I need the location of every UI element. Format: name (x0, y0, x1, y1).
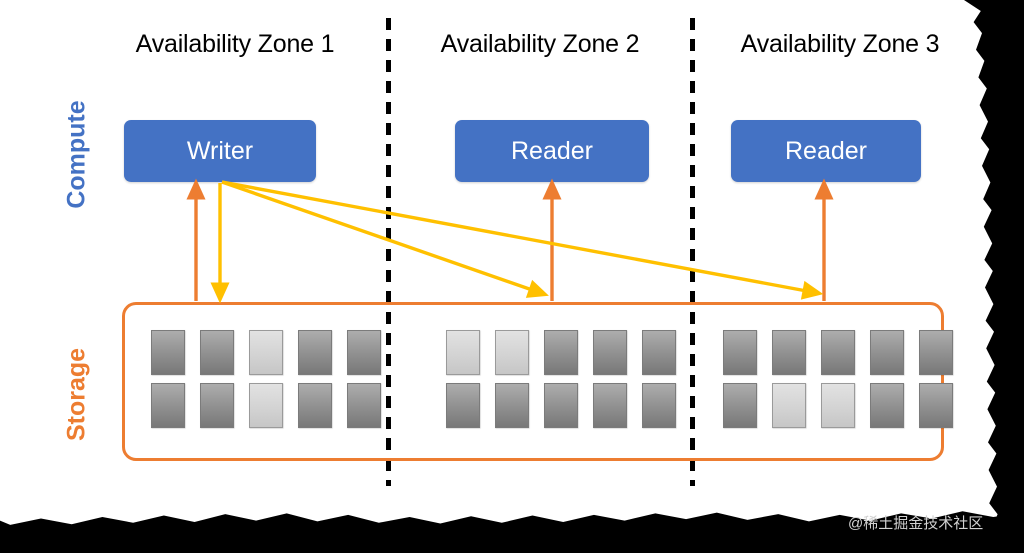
storage-block-az2-r1-c5 (642, 330, 676, 375)
storage-container (122, 302, 944, 461)
storage-block-az2-r1-c3 (544, 330, 578, 375)
storage-block-az1-r2-c3 (249, 383, 283, 428)
compute-node-writer-az1[interactable]: Writer (124, 120, 316, 182)
storage-block-az2-r1-c4 (593, 330, 627, 375)
storage-block-az2-r2-c1 (446, 383, 480, 428)
watermark: @稀土掘金技术社区 (848, 515, 984, 532)
storage-block-az3-r2-c4 (870, 383, 904, 428)
storage-block-az1-r1-c2 (200, 330, 234, 375)
storage-block-az1-r1-c4 (298, 330, 332, 375)
storage-block-az2-r2-c2 (495, 383, 529, 428)
storage-block-az1-r1-c1 (151, 330, 185, 375)
write-arrow-to-storage-az2 (221, 180, 549, 298)
compute-layer-label: Compute (62, 100, 91, 209)
storage-block-az3-r2-c5 (919, 383, 953, 428)
torn-edge-right (964, 0, 1024, 553)
storage-block-az1-r1-c3 (249, 330, 283, 375)
storage-block-az3-r1-c1 (723, 330, 757, 375)
storage-block-az1-r2-c4 (298, 383, 332, 428)
storage-block-az1-r2-c1 (151, 383, 185, 428)
storage-block-az2-r2-c4 (593, 383, 627, 428)
zone-title-az1: Availability Zone 1 (135, 30, 335, 58)
zone-title-az2: Availability Zone 2 (440, 30, 640, 58)
storage-block-az2-r1-c1 (446, 330, 480, 375)
compute-node-label: Reader (785, 136, 867, 165)
compute-node-label: Reader (511, 136, 593, 165)
storage-layer-label: Storage (62, 347, 91, 442)
storage-block-az2-r1-c2 (495, 330, 529, 375)
storage-block-az1-r2-c2 (200, 383, 234, 428)
compute-node-reader-az2[interactable]: Reader (455, 120, 649, 182)
storage-block-az1-r2-c5 (347, 383, 381, 428)
storage-block-az3-r1-c5 (919, 330, 953, 375)
storage-block-az3-r1-c4 (870, 330, 904, 375)
zone-title-az3: Availability Zone 3 (740, 30, 940, 58)
storage-block-az3-r1-c3 (821, 330, 855, 375)
storage-block-az3-r2-c1 (723, 383, 757, 428)
storage-block-az3-r1-c2 (772, 330, 806, 375)
write-arrow-to-storage-az3 (221, 180, 824, 300)
storage-block-az3-r2-c2 (772, 383, 806, 428)
compute-node-reader-az3[interactable]: Reader (731, 120, 921, 182)
storage-block-az2-r2-c5 (642, 383, 676, 428)
storage-block-az3-r2-c3 (821, 383, 855, 428)
storage-block-az2-r2-c3 (544, 383, 578, 428)
compute-node-label: Writer (186, 136, 254, 165)
storage-block-az1-r1-c5 (347, 330, 381, 375)
